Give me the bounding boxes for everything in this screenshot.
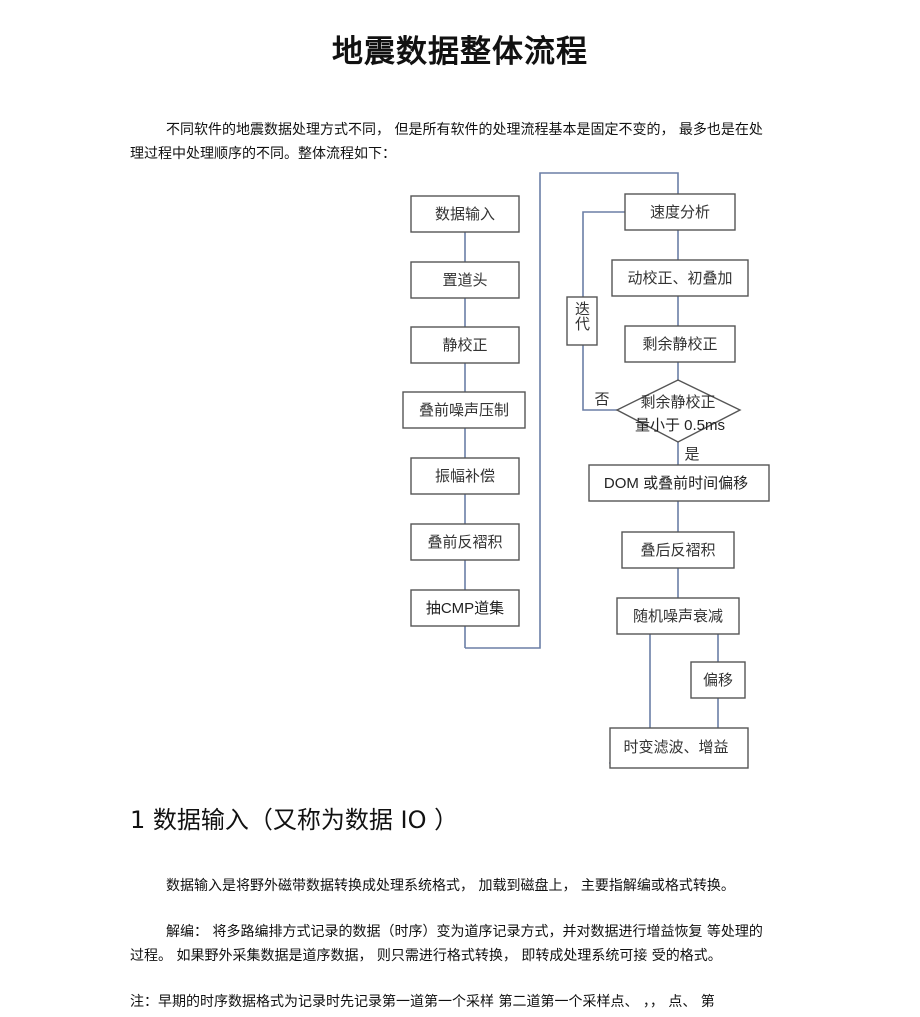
section-paragraph-2: 解编： 将多路编排方式记录的数据（时序）变为道序记录方式，并对数据进行增益恢复 … [130, 924, 763, 964]
flow-decision-diamond [615, 379, 742, 443]
flow-box-velocity-analysis [624, 193, 736, 231]
section-note: 注：早期的时序数据格式为记录时先记录第一道第一个采样 第二道第一个采样点、 ，，… [130, 994, 715, 1010]
flow-box-amplitude-compensation [410, 457, 520, 495]
page-title: 地震数据整体流程 [332, 34, 588, 70]
flow-box-cmp-gather [410, 589, 520, 627]
flow-box-geometry [410, 261, 520, 299]
flow-box-tv-filter-gain [609, 727, 749, 769]
flow-box-migration [690, 661, 746, 699]
flow-label-data-input: 数据输入 [435, 205, 495, 223]
flow-label-prestack-decon: 叠前反褶积 [427, 533, 502, 551]
flow-label-nmo-stack: 动校正、初叠加 [627, 269, 732, 287]
flow-box-random-noise [616, 597, 740, 635]
flow-label-cmp-gather: 抽CMP道集 [426, 600, 504, 617]
intro-paragraph: 不同软件的地震数据处理方式不同， 但是所有软件的处理流程基本是固定不变的， 最多… [130, 122, 763, 162]
flow-box-poststack-decon [621, 531, 735, 569]
flow-label-geometry: 置道头 [442, 271, 487, 289]
flow-label-noise-suppression: 叠前噪声压制 [419, 401, 509, 419]
flow-box-prestack-decon [410, 523, 520, 561]
flow-label-velocity-analysis: 速度分析 [650, 203, 710, 221]
flow-label-migration: 偏移 [703, 671, 733, 689]
flow-box-noise-suppression [402, 391, 526, 429]
decision-yes-label: 是 [684, 445, 699, 463]
decision-label-line2: 量小于 0.5ms [635, 417, 725, 434]
flow-box-data-input [410, 195, 520, 233]
flow-label-tv-filter-gain: 时变滤波、增益 [623, 738, 728, 756]
flow-label-dmo-migration: DOM 或叠前时间偏移 [604, 475, 748, 492]
iterate-label: 迭代 [573, 301, 591, 332]
flow-label-static-correction: 静校正 [442, 336, 487, 354]
section-paragraph-1: 数据输入是将野外磁带数据转换成处理系统格式， 加载到磁盘上， 主要指解编或格式转… [166, 878, 735, 894]
decision-no-label: 否 [594, 390, 609, 408]
section-heading: 1 数据输入（又称为数据 IO ） [130, 806, 459, 834]
flow-box-residual-static [624, 325, 736, 363]
decision-label-line1: 剩余静校正 [640, 393, 715, 411]
flow-label-random-noise: 随机噪声衰减 [633, 607, 723, 625]
flow-box-nmo-stack [611, 259, 749, 297]
flow-label-residual-static: 剩余静校正 [642, 335, 717, 353]
connector-to-right-column [465, 172, 679, 649]
flow-box-iterate [566, 296, 598, 346]
flow-label-poststack-decon: 叠后反褶积 [640, 541, 715, 559]
flow-label-amplitude-compensation: 振幅补偿 [435, 467, 495, 485]
flow-box-static-correction [410, 326, 520, 364]
flow-box-dmo-migration [588, 464, 770, 502]
